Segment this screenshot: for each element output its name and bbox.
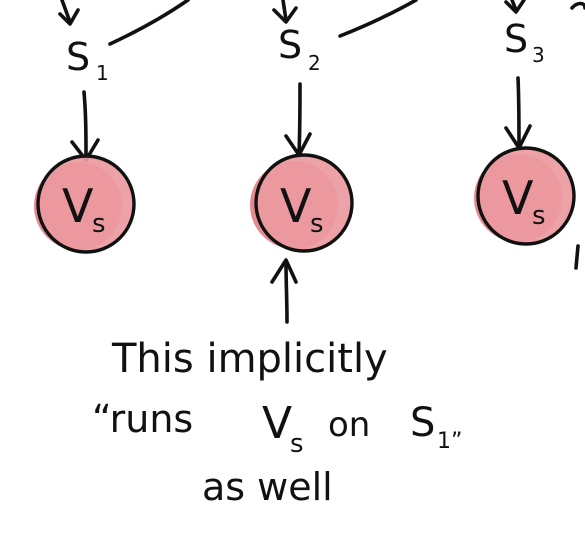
svg-text:S: S	[278, 23, 302, 67]
edge-mark-right	[570, 1, 585, 10]
svg-text:s: s	[290, 429, 304, 459]
svg-text:1”: 1”	[437, 429, 462, 454]
svg-text:“runs: “runs	[92, 397, 193, 441]
svg-text:1: 1	[96, 61, 109, 85]
svg-text:V: V	[502, 171, 534, 225]
annotation-line-1: This implicitly	[111, 336, 388, 382]
annotation-arrow	[270, 258, 298, 324]
annotation: This implicitly “runs V s on S 1” as wel…	[92, 336, 462, 509]
top-arrow-1	[60, 0, 72, 24]
state-to-node-arrows	[70, 76, 532, 162]
svg-text:S: S	[410, 400, 435, 446]
top-arrowhead-1	[58, 8, 80, 26]
annotation-line-2: “runs V s on S 1”	[92, 397, 462, 459]
svg-text:3: 3	[532, 43, 545, 67]
top-arrowhead-2	[272, 6, 298, 24]
edge-mark-right-lower	[574, 244, 580, 270]
state-label-s2: S 2	[278, 23, 321, 75]
svg-text:on: on	[328, 405, 370, 445]
arrow-s1-to-node	[82, 90, 88, 160]
node-vs-2: V s	[250, 153, 354, 253]
top-curve-2	[338, 0, 418, 38]
top-arrow-3	[510, 0, 518, 12]
node-vs-1: V s	[34, 154, 136, 254]
arrow-s2-to-node	[297, 82, 302, 155]
svg-text:s: s	[310, 209, 324, 239]
svg-text:V: V	[62, 179, 94, 233]
node-vs-3: V s	[474, 146, 576, 246]
top-arrow-2	[281, 0, 288, 22]
state-label-s3: S 3	[504, 17, 545, 67]
svg-text:S: S	[66, 35, 90, 79]
top-arrowhead-3	[504, 0, 526, 14]
annotation-line-3: as well	[202, 465, 333, 509]
top-connectors	[58, 0, 585, 46]
top-curve-1	[108, 0, 190, 46]
arrow-s3-to-node	[516, 76, 521, 148]
svg-text:V: V	[262, 398, 292, 449]
state-label-s1: S 1	[66, 35, 109, 85]
svg-text:s: s	[92, 209, 106, 239]
svg-text:s: s	[532, 201, 546, 231]
svg-text:S: S	[504, 17, 528, 61]
svg-text:2: 2	[308, 51, 321, 75]
svg-text:V: V	[280, 179, 312, 233]
